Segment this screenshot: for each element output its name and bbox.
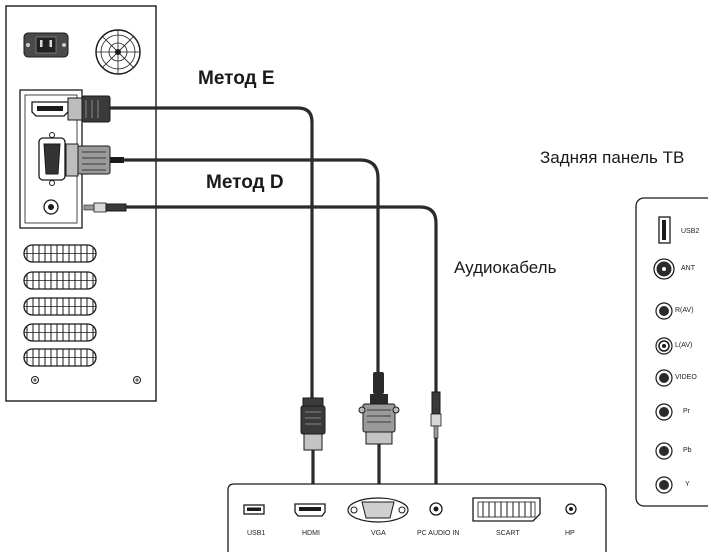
power-socket-icon (23, 32, 69, 58)
vent-grille-icon (23, 244, 97, 367)
vga-port-icon (347, 497, 409, 523)
audio-plug-tv (430, 391, 442, 439)
method-d-label: Метод D (206, 172, 284, 193)
port-label-ant: ANT (681, 265, 695, 272)
hdmi-cable (108, 106, 314, 400)
port-label-hp: HP (565, 530, 575, 537)
hdmi-port-icon (31, 101, 69, 117)
hdmi-plug-tv (300, 397, 326, 451)
audio-cable-label: Аудиокабель (454, 258, 557, 277)
rca-jacks (655, 302, 673, 494)
vga-cable (122, 158, 380, 374)
fan-icon (95, 29, 141, 75)
hdmi-plug-pc (67, 95, 111, 123)
vga-port-icon (38, 132, 66, 186)
port-label-vga: VGA (371, 530, 386, 537)
port-label-pb: Pb (683, 447, 692, 454)
vga-plug-tv (358, 394, 400, 445)
port-label-usb2: USB2 (681, 228, 700, 235)
tv-rear-panel-label: Задняя панель ТВ (540, 148, 685, 167)
screw-icon (31, 376, 141, 384)
scart-port-icon (472, 497, 541, 522)
port-label-hdmi: HDMI (302, 530, 320, 537)
tv-bottom-panel (227, 483, 607, 552)
pc-rear-panel (5, 5, 157, 402)
port-label-scart: SCART (496, 530, 520, 537)
audio-jack-icon (43, 199, 59, 215)
audio-cable (124, 205, 438, 394)
port-label-pr: Pr (683, 408, 690, 415)
port-label-pc-audio-in: PC AUDIO IN (417, 530, 460, 537)
tv-side-panel (635, 197, 708, 507)
cable-lines (108, 106, 438, 499)
vga-plug-pc (65, 143, 124, 177)
vga-ferrite (373, 372, 384, 394)
port-label-video: VIDEO (675, 374, 697, 381)
port-label-usb1: USB1 (247, 530, 266, 537)
method-e-label: Метод E (198, 68, 275, 89)
port-label-y: Y (685, 481, 690, 488)
port-label-l-av: L(AV) (675, 342, 693, 349)
port-label-r-av: R(AV) (675, 307, 694, 314)
